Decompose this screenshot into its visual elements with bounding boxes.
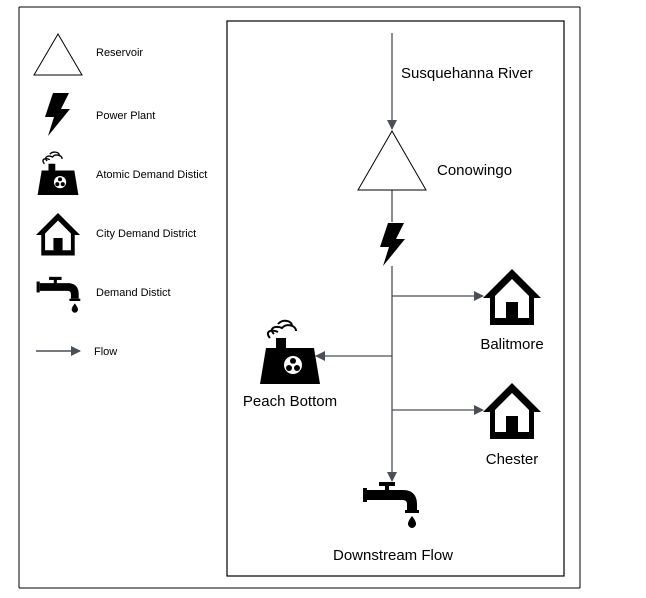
faucet-icon bbox=[36, 276, 81, 313]
legend-atomic-label: Atomic Demand Distict bbox=[96, 169, 207, 181]
reservoir-node: Conowingo bbox=[357, 129, 512, 191]
lightning-bolt-icon bbox=[45, 93, 70, 136]
reservoir-label: Conowingo bbox=[437, 162, 512, 179]
legend-power-plant-label: Power Plant bbox=[96, 110, 155, 122]
city-2-label: Chester bbox=[486, 451, 539, 468]
outflow-node: Downstream Flow bbox=[333, 482, 453, 564]
nuclear-plant-icon bbox=[36, 151, 80, 196]
river-label: Susquehanna River bbox=[401, 65, 533, 82]
legend-demand-label: Demand Distict bbox=[96, 287, 171, 299]
legend-city: City Demand District bbox=[35, 212, 196, 256]
house-icon bbox=[35, 212, 81, 256]
legend-atomic: Atomic Demand Distict bbox=[36, 151, 207, 196]
legend: Reservoir Power Plant Atomic Demand Dist… bbox=[33, 33, 207, 358]
legend-flow-label: Flow bbox=[94, 346, 117, 358]
diagram-box bbox=[226, 20, 565, 577]
atomic-node: Peach Bottom bbox=[243, 319, 337, 410]
house-icon bbox=[483, 383, 541, 439]
legend-power-plant: Power Plant bbox=[45, 93, 155, 136]
house-icon bbox=[483, 269, 541, 325]
legend-reservoir: Reservoir bbox=[33, 33, 143, 76]
power-plant-node bbox=[377, 222, 407, 266]
reservoir-icon bbox=[33, 33, 83, 76]
faucet-icon bbox=[363, 482, 419, 528]
city-1-node: Balitmore bbox=[480, 269, 544, 353]
reservoir-icon bbox=[357, 129, 427, 191]
atomic-label: Peach Bottom bbox=[243, 393, 337, 410]
city-1-label: Balitmore bbox=[480, 336, 543, 353]
legend-city-label: City Demand District bbox=[96, 228, 196, 240]
city-2-node: Chester bbox=[483, 383, 541, 468]
legend-demand: Demand Distict bbox=[36, 276, 171, 313]
outer-frame bbox=[18, 6, 581, 589]
nuclear-plant-icon bbox=[259, 319, 321, 385]
legend-reservoir-label: Reservoir bbox=[96, 47, 143, 59]
legend-flow: Flow bbox=[36, 346, 117, 358]
outflow-label: Downstream Flow bbox=[333, 547, 453, 564]
